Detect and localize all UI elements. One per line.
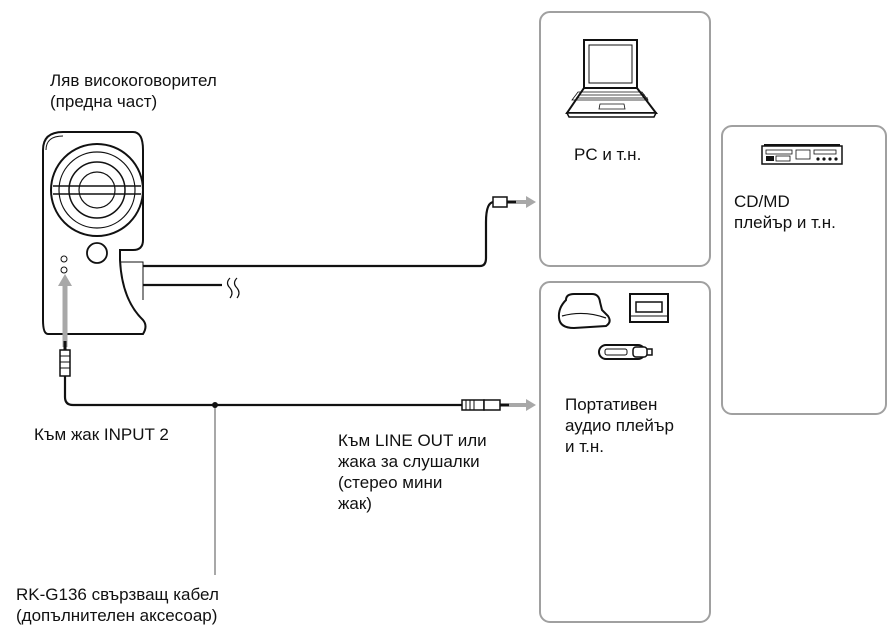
- cd-deck-icon: [761, 144, 843, 165]
- laptop-icon: [565, 39, 659, 118]
- speaker-to-pc-cable: [143, 200, 495, 268]
- portable-player-label: Портативен аудио плейър и т.н.: [565, 395, 674, 456]
- input2-plug: [59, 341, 71, 377]
- input2-label: Към жак INPUT 2: [34, 425, 169, 444]
- line-out-label: Към LINE OUT или жака за слушалки (стере…: [338, 431, 487, 513]
- cdmd-label: CD/MD плейър и т.н.: [734, 192, 836, 232]
- line-out-cable: [63, 376, 462, 407]
- pc-plug: [492, 196, 516, 208]
- md-player-icon: [629, 293, 669, 323]
- speaker-icon: [42, 131, 147, 335]
- cable-label: RK-G136 свързващ кабел (допълнителен акс…: [16, 585, 219, 625]
- usb-player-icon: [598, 344, 653, 360]
- cable-break-mark: [226, 277, 240, 299]
- cdmd-box: [721, 125, 887, 415]
- cd-walkman-icon: [557, 293, 611, 330]
- line-out-plug: [461, 399, 509, 411]
- speaker-label: Ляв високоговорител (предна част): [50, 71, 217, 111]
- pc-label: PC и т.н.: [574, 145, 642, 164]
- portable-player-box: [539, 281, 711, 623]
- pc-box: [539, 11, 711, 267]
